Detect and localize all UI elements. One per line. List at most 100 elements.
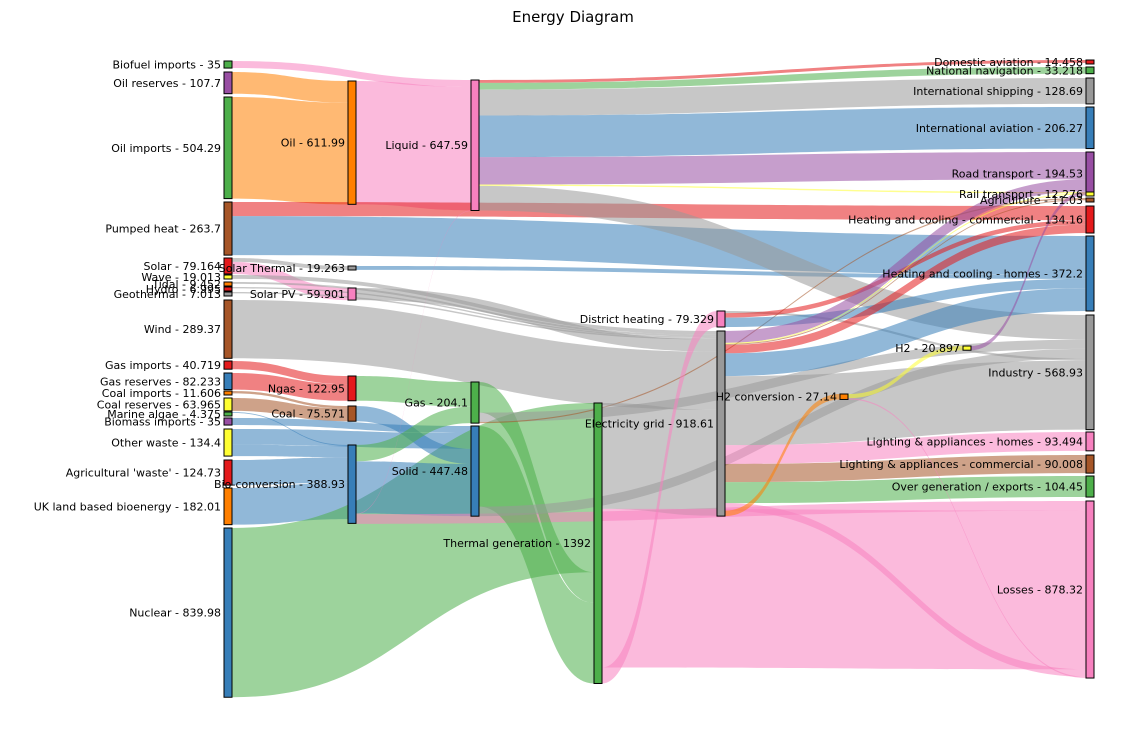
node-h2_conversion (839, 393, 849, 400)
flow-solar-to-solar_thermal (232, 258, 348, 270)
node-national_navigation (1085, 66, 1095, 75)
label-gas_imports: Gas imports - 40.719 (105, 359, 221, 372)
label-district_heating: District heating - 79.329 (580, 313, 714, 326)
flow-h2-to-road_transport (971, 191, 1086, 351)
label-thermal_generation: Thermal generation - 1392 (442, 537, 591, 550)
node-coal_imports (223, 390, 233, 396)
flow-gas-to-thermal_generation (479, 382, 594, 603)
node-geothermal (223, 291, 233, 297)
label-wave: Wave - 19.013 (141, 271, 221, 284)
node-oil_reserves (223, 71, 233, 95)
node-wind (223, 299, 233, 359)
label-la_commercial: Lighting & appliances - commercial - 90.… (839, 458, 1083, 471)
node-biofuel_imports (223, 60, 233, 69)
flow-electricity_grid-to-road_transport (725, 179, 1086, 343)
flow-geothermal-to-electricity_grid (232, 292, 717, 340)
label-ngas: Ngas - 122.95 (268, 382, 345, 395)
label-h2_conversion: H2 conversion - 27.14 (716, 391, 837, 404)
flow-liquid-to-domestic_aviation (479, 60, 1086, 83)
label-coal_reserves: Coal reserves - 63.965 (97, 398, 221, 411)
node-gas (470, 381, 480, 424)
label-hydro: Hydro - 6.995 (146, 283, 221, 296)
label-oil_imports: Oil imports - 504.29 (111, 142, 221, 155)
flows-layer (232, 60, 1086, 698)
node-oil (347, 80, 357, 205)
label-solar_thermal: Solar Thermal - 19.263 (219, 262, 345, 275)
flow-electricity_grid-to-la_homes (725, 432, 1086, 464)
node-pumped_heat (223, 201, 233, 256)
node-international_shipping (1085, 77, 1095, 105)
flow-electricity_grid-to-hc_homes (725, 288, 1086, 377)
diagram-title: Energy Diagram (512, 8, 634, 26)
label-gas: Gas - 204.1 (405, 397, 468, 410)
flow-agri_waste-to-bio_conversion (232, 457, 348, 486)
flow-electricity_grid-to-agriculture (725, 199, 1086, 345)
flow-oil_reserves-to-oil (232, 72, 348, 103)
nodes-layer (223, 59, 1095, 698)
label-gas_reserves: Gas reserves - 82.233 (100, 375, 221, 388)
label-hc_homes: Heating and cooling - homes - 372.2 (882, 267, 1083, 280)
flow-biofuel_imports-to-liquid (232, 61, 471, 88)
label-rail_transport: Rail transport - 12.276 (959, 188, 1083, 201)
node-bio_conversion (347, 444, 357, 524)
node-tidal (223, 281, 233, 287)
node-liquid (470, 79, 480, 211)
flow-thermal_generation-to-electricity_grid (602, 403, 717, 516)
flow-liquid-to-industry (479, 185, 1086, 340)
flow-oil_imports-to-oil (232, 97, 348, 205)
label-electricity_grid: Electricity grid - 918.61 (585, 418, 714, 431)
flow-wind-to-electricity_grid (232, 300, 717, 410)
flow-liquid-to-national_navigation (479, 67, 1086, 90)
node-international_aviation (1085, 106, 1095, 150)
flow-liquid-to-international_aviation (479, 107, 1086, 158)
node-losses (1085, 500, 1095, 679)
flow-thermal_generation-to-district_heating (602, 311, 717, 684)
label-uk_bioenergy: UK land based bioenergy - 182.01 (34, 500, 221, 513)
label-national_navigation: National navigation - 33.218 (926, 64, 1083, 77)
label-oil_reserves: Oil reserves - 107.7 (113, 77, 221, 90)
node-coal (347, 405, 357, 422)
flow-liquid-to-road_transport (479, 152, 1086, 185)
label-h2: H2 - 20.897 (895, 342, 960, 355)
label-hc_commercial: Heating and cooling - commercial - 134.1… (848, 214, 1083, 227)
label-wind: Wind - 289.37 (144, 323, 221, 336)
node-uk_bioenergy (223, 487, 233, 526)
flow-electricity_grid-to-industry (725, 360, 1086, 446)
node-hc_homes (1085, 235, 1095, 312)
label-domestic_aviation: Domestic aviation - 14.458 (934, 56, 1083, 69)
node-rail_transport (1085, 191, 1095, 197)
label-la_homes: Lighting & appliances - homes - 93.494 (867, 435, 1083, 448)
node-district_heating (716, 310, 726, 328)
label-geothermal: Geothermal - 7.013 (114, 288, 221, 301)
node-ngas (347, 375, 357, 402)
label-international_shipping: International shipping - 128.69 (913, 85, 1083, 98)
flow-uk_bioenergy-to-bio_conversion (232, 482, 348, 525)
node-h2 (962, 345, 972, 351)
flow-coal_imports-to-coal (232, 391, 348, 409)
label-industry: Industry - 568.93 (988, 366, 1083, 379)
flow-electricity_grid-to-h2_conversion (725, 394, 840, 517)
label-agriculture: Agriculture - 11.03 (980, 194, 1083, 207)
flow-electricity_grid-to-la_commercial (725, 455, 1086, 483)
label-other_waste: Other waste - 134.4 (111, 437, 221, 450)
flow-thermal_generation-to-losses (602, 508, 1086, 670)
label-pumped_heat: Pumped heat - 263.7 (105, 223, 221, 236)
node-industry (1085, 314, 1095, 431)
label-oil: Oil - 611.99 (281, 137, 345, 150)
label-marine_algae: Marine algae - 4.375 (107, 408, 221, 421)
label-solid: Solid - 447.48 (392, 465, 468, 478)
node-gas_reserves (223, 372, 233, 391)
label-solar: Solar - 79.164 (144, 260, 221, 273)
node-wave (223, 274, 233, 280)
flow-solid-to-thermal_generation (479, 426, 594, 684)
node-biomass_imports (223, 417, 233, 426)
label-road_transport: Road transport - 194.53 (952, 168, 1083, 181)
node-agriculture (1085, 197, 1095, 203)
label-coal_imports: Coal imports - 11.606 (102, 387, 221, 400)
flow-liquid-to-international_shipping (479, 78, 1086, 116)
node-domestic_aviation (1085, 59, 1095, 65)
flow-gas_reserves-to-ngas (232, 373, 348, 401)
flow-bio_conversion-to-solid (356, 461, 471, 517)
flow-pumped_heat-to-hc_homes (232, 216, 1086, 276)
